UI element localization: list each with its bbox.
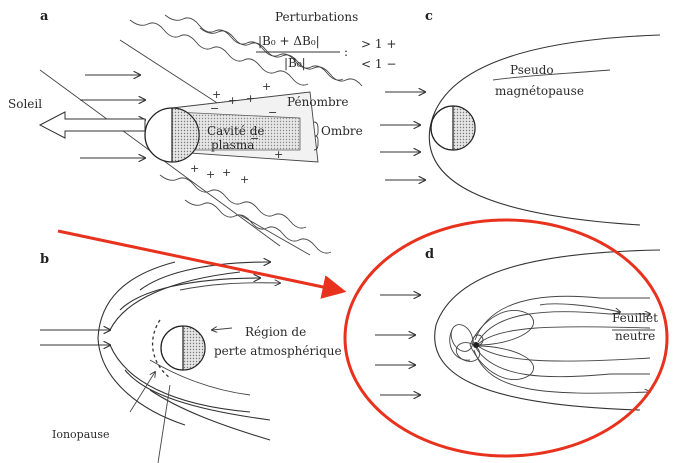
penumbra-label: Pénombre [287,95,349,109]
region-pointer [212,328,232,330]
svg-text:+: + [246,92,255,105]
planet-a [145,108,199,162]
region-label-line1: Région de [245,325,306,339]
svg-text:+: + [190,162,199,175]
panel-c-letter: c [425,9,433,24]
solar-wind-arrows-a [80,75,145,158]
cavity-label-line1: Cavité de [207,124,264,138]
planet-c [431,106,475,150]
svg-text:−: − [268,106,277,119]
cond-less: < 1 − [361,57,396,71]
panel-d: d Feuillet [375,247,660,410]
perturbations-title: Perturbations [275,10,358,24]
sun-label: Soleil [8,97,42,111]
panel-c: c Pseudo magnétopause [380,9,660,225]
svg-text:−: − [210,102,219,115]
panel-b: b Région de perte atmosphérique I [40,252,342,463]
formula-numerator: |B₀ + ΔB₀| [258,34,320,48]
planet-b [161,326,205,370]
svg-text:+: + [262,80,271,93]
svg-text:+: + [212,88,221,101]
svg-text:+: + [222,166,231,179]
ionopause-pointer [130,372,155,412]
svg-text:+: + [240,173,249,186]
svg-text:+: + [274,148,283,161]
formula-denominator: |B₀| [284,56,306,70]
solar-wind-arrows-d [375,295,420,395]
pseudo-label: Pseudo [510,63,554,77]
solar-wind-arrows-c [380,92,425,180]
region-label-line2: perte atmosphérique [214,344,342,358]
panel-a: a +++ +−− −++ +++ [8,9,396,255]
magnetopause-label: magnétopause [495,84,584,98]
panel-b-letter: b [40,252,49,267]
sun-arrow [40,112,145,138]
ionopause-label: Ionopause [52,428,110,441]
cavity-label-line2: plasma [211,138,254,152]
svg-text:+: + [228,94,237,107]
svg-text:+: + [206,168,215,181]
panel-a-letter: a [40,9,49,24]
sheet-label-line1: Feuillet [612,311,658,325]
cond-greater: > 1 + [361,37,396,51]
umbra-label: Ombre [321,124,363,138]
formula-colon: : [344,45,348,59]
panel-d-letter: d [425,247,434,262]
sheet-label-line2: neutre [615,329,655,343]
